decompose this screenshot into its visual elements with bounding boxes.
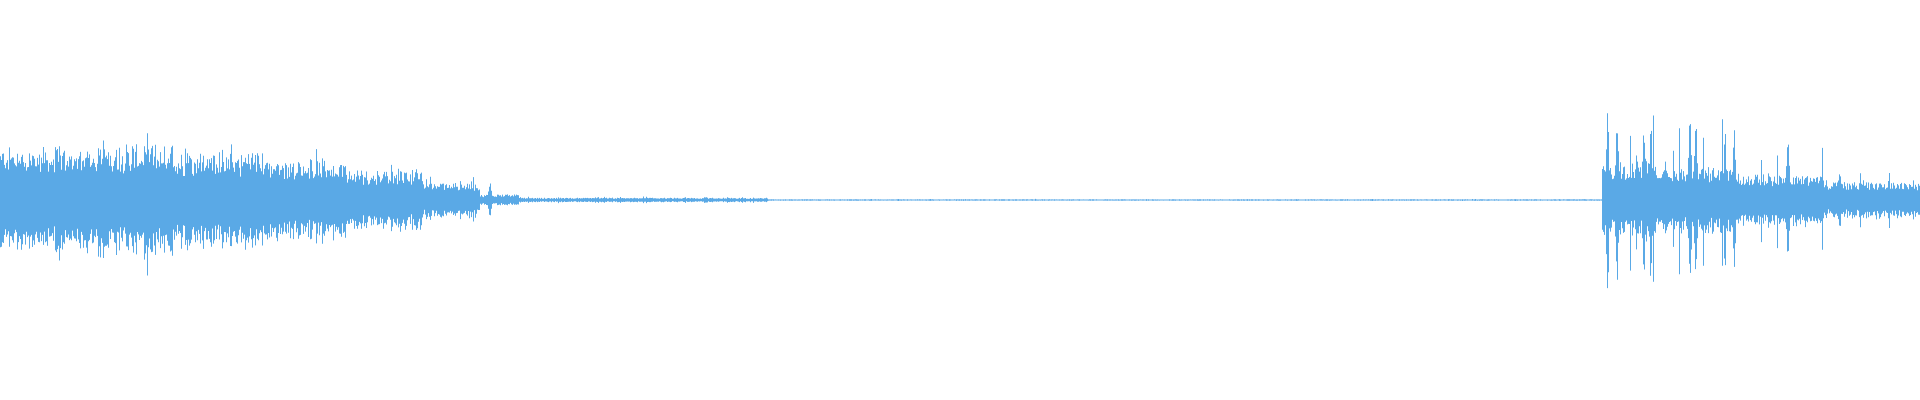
waveform-path (0, 113, 1920, 289)
